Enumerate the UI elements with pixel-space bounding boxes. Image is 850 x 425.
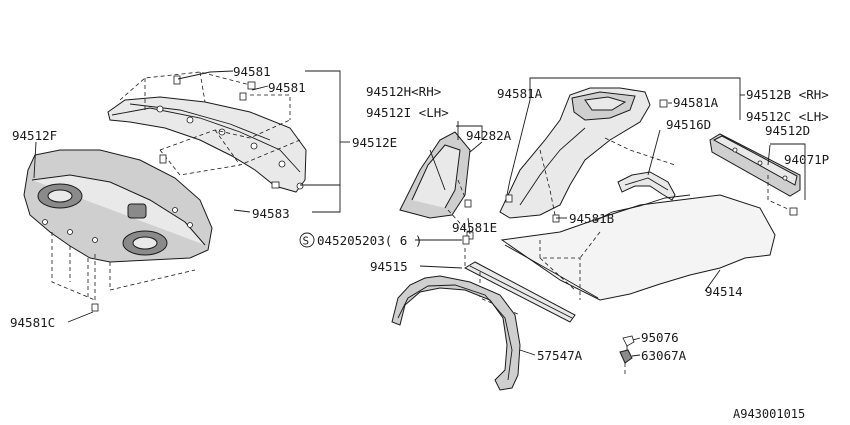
- shelf-clips: [159, 75, 280, 189]
- trunk-rear-bar-94512D: [709, 133, 801, 197]
- label-045205203: 045205203( 6 ): [317, 233, 422, 248]
- screw-symbol-circle: [299, 232, 315, 248]
- label-95076: 95076: [641, 330, 679, 345]
- label-94581-mid: 94581: [268, 80, 306, 95]
- label-94512C: 94512C <LH>: [746, 109, 829, 124]
- label-94581-top: 94581: [233, 64, 271, 79]
- trunk-weatherstrip-57547A: [391, 275, 521, 391]
- rear-shelf-trim-94512E: [107, 96, 307, 193]
- rear-shelf-dashed-guides: [119, 71, 301, 176]
- rear-bar-dashed: [767, 175, 798, 216]
- label-94515: 94515: [370, 259, 408, 274]
- label-screw-symbol: S: [303, 235, 310, 248]
- sill-strip-94515: [463, 261, 576, 323]
- label-94581A-right: 94581A: [673, 95, 719, 110]
- trunk-side-trim-dashed: [505, 99, 676, 223]
- label-94512D: 94512D: [765, 123, 810, 138]
- side-trim-94512H-94512I: [399, 131, 471, 219]
- bolt-045205203: [462, 235, 470, 245]
- label-94581B: 94581B: [569, 211, 614, 226]
- part-labels: 94581 94581 94512E 94583 94512F 94581C 9…: [10, 64, 829, 421]
- trunk-trim-piece-94516D: [617, 171, 676, 201]
- leader-lines: [33, 70, 806, 357]
- label-94581C: 94581C: [10, 315, 55, 330]
- label-94512I: 94512I <LH>: [366, 105, 449, 120]
- diagram-id: A943001015: [733, 407, 805, 421]
- label-94512E: 94512E: [352, 135, 397, 150]
- label-94512F: 94512F: [12, 128, 57, 143]
- trunk-side-trim-94512B-94512C: [499, 87, 651, 219]
- label-94514: 94514: [705, 284, 743, 299]
- label-94512H: 94512H<RH>: [366, 84, 441, 99]
- label-94581A-left: 94581A: [497, 86, 543, 101]
- fastener-63067A: [619, 349, 633, 375]
- label-63067A: 63067A: [641, 348, 687, 363]
- label-57547A: 57547A: [537, 348, 583, 363]
- rear-shelf-panel-94512F: [23, 149, 213, 263]
- floor-mat-dashed-guides: [539, 231, 601, 300]
- label-94512B: 94512B <RH>: [746, 87, 829, 102]
- trunk-floor-mat-94514: [500, 194, 776, 301]
- strip-dashed: [464, 248, 521, 316]
- shelf-panel-dashed-guides: [51, 232, 196, 312]
- label-94581E: 94581E: [452, 220, 497, 235]
- label-94583: 94583: [252, 206, 290, 221]
- label-94071P: 94071P: [784, 152, 829, 167]
- label-94282A: 94282A: [466, 128, 512, 143]
- label-94516D: 94516D: [666, 117, 711, 132]
